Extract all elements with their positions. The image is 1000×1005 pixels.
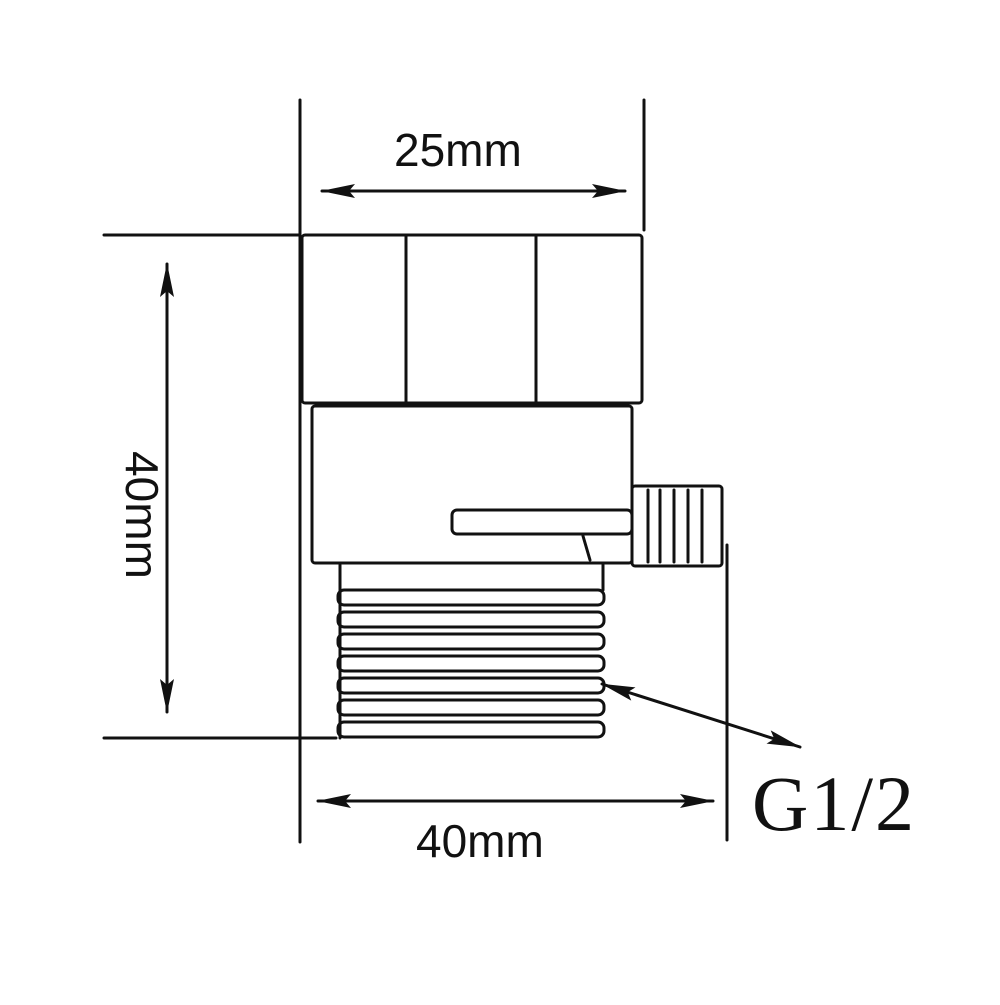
thread-spec-label: G1/2 [752,760,916,847]
hex-nut [300,233,644,405]
side-nozzle [630,484,724,568]
thread-section [336,563,606,740]
thread-callout-arrow [600,682,802,749]
dimension-label-height: 40mm [116,451,168,579]
dimension-label-top-width: 25mm [394,124,522,176]
extension-lines [102,98,729,844]
fitting-body [310,404,634,565]
dimension-label-bottom-width: 40mm [416,815,544,867]
